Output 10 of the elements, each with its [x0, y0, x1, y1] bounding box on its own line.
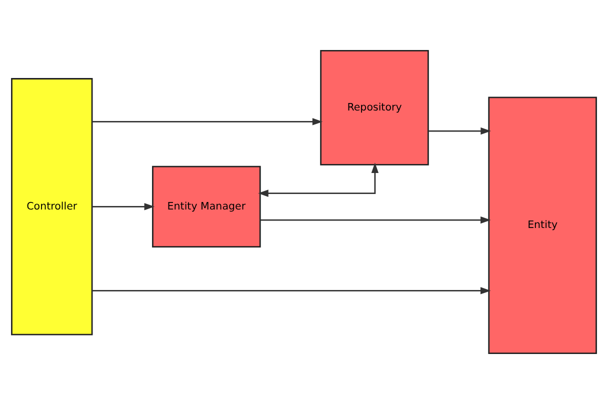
- arrow: [92, 118, 323, 126]
- arrow: [92, 287, 491, 294]
- node-box: Entity: [488, 96, 597, 354]
- node-box: Repository: [320, 50, 429, 166]
- node-box: Controller: [11, 78, 93, 336]
- arrow: [428, 127, 491, 135]
- node-box: Entity Manager: [152, 166, 261, 248]
- arrow: [258, 162, 379, 197]
- arrow: [260, 216, 491, 224]
- arrow: [92, 203, 155, 210]
